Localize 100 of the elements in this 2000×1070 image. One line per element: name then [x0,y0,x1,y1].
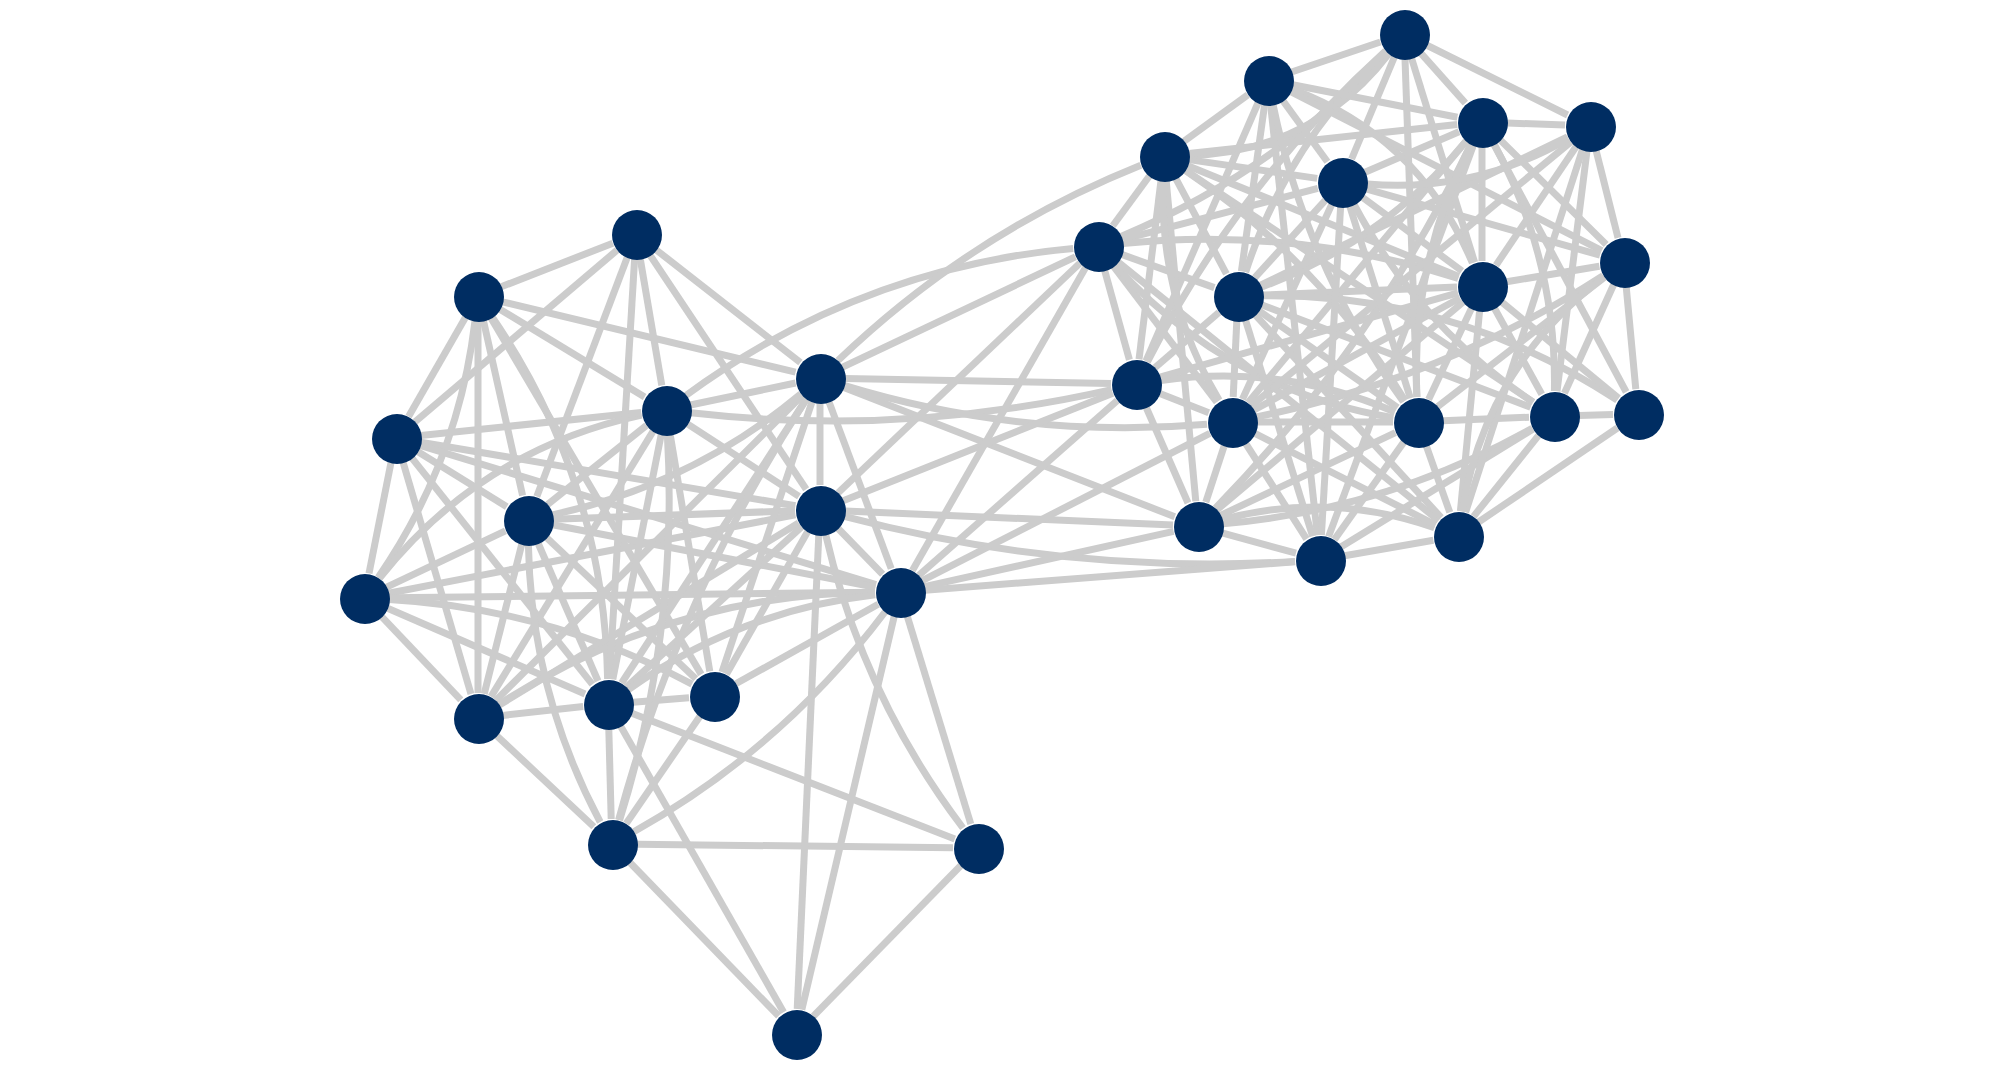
connector-line [653,246,803,366]
connector-line [1491,306,1545,396]
connector-line [1135,180,1165,360]
connector-line [385,527,507,591]
connector-line [1476,425,1620,525]
connector-line [1506,119,1566,129]
connector-line [1442,413,1530,425]
connector-line [1202,444,1228,504]
connector-line [418,442,878,588]
connector-line [909,265,1089,573]
connector-line [1242,441,1310,541]
connector-line [632,609,888,835]
connector-line [524,544,604,824]
connector-line [636,258,666,386]
connector-line [1222,425,1534,528]
network-node [371,413,421,463]
connector-line [1229,320,1241,398]
network-node [795,353,845,403]
connector-line [844,507,1174,529]
connector-line [420,409,642,439]
connector-line [1101,269,1133,361]
connector-line [1159,289,1459,381]
connector-line [1506,262,1600,286]
connector-line [501,298,797,376]
connector-line [489,314,612,680]
connector-line [636,840,954,852]
connector-line [1214,299,1466,513]
connector-line [666,434,714,672]
connector-line [626,859,782,1019]
connector-line [841,253,1077,371]
connector-line [1172,176,1230,276]
connector-line [1115,258,1441,524]
connector-line [1408,56,1478,264]
connector-line [497,306,647,400]
connector-line [684,244,1074,399]
network-node [583,679,633,729]
connector-line [1346,204,1414,400]
connector-line [825,400,895,570]
network-node [1379,9,1429,59]
connector-line [920,430,1212,584]
connector-line [1497,137,1609,247]
connector-line [835,260,1083,496]
network-node [1207,397,1257,447]
network-node [1529,391,1579,441]
connector-line [605,728,615,820]
network-node [1073,221,1123,271]
connector-line [1144,48,1388,364]
connector-line [623,714,703,826]
connector-line [543,534,699,682]
connector-line [1366,135,1571,189]
connector-line [420,438,796,510]
connector-line [1239,203,1335,401]
connector-line [551,391,803,519]
network-node [1565,101,1615,151]
connector-line [1188,51,1392,159]
connector-line [1252,198,1328,280]
network-node [1393,397,1443,447]
connector-line [1424,41,1570,119]
connector-line [408,455,596,687]
network-node [953,823,1003,873]
connector-line [609,433,665,681]
network-node [1295,535,1345,585]
connector-line [497,520,801,708]
connector-line [916,397,1120,579]
connector-line [480,543,526,695]
connector-line [843,382,1208,432]
network-node [689,671,739,721]
connector-line [488,429,656,699]
connector-line [1152,309,1222,371]
connector-line [1470,433,1542,519]
connector-line [1350,202,1536,406]
connector-line [412,247,620,425]
connector-line [1121,185,1319,243]
connector-line [1578,411,1614,419]
connector-line [1112,262,1395,422]
connector-line [1317,206,1345,536]
connector-line [1592,149,1622,239]
network-node [1139,131,1189,181]
connector-line [1339,426,1535,550]
connector-line [841,389,1115,505]
connector-line [1499,299,1621,401]
connector-line [1242,318,1316,538]
connector-line [1365,185,1601,259]
connector-line [844,374,1112,388]
network-node [1111,359,1161,409]
connector-line [1252,294,1462,414]
connector-line [843,513,1296,568]
connector-line [1462,148,1586,514]
connector-line [533,256,631,498]
connector-line [1257,418,1393,426]
connector-line [1344,536,1434,560]
connector-line [385,604,587,698]
connector-line [1185,162,1461,280]
connector-line [415,448,509,510]
connector-line [1490,142,1630,394]
connector-line [685,420,801,500]
connector-line [903,614,975,826]
connector-line [841,383,1177,521]
connector-line [1359,194,1465,274]
connector-line [405,315,469,419]
